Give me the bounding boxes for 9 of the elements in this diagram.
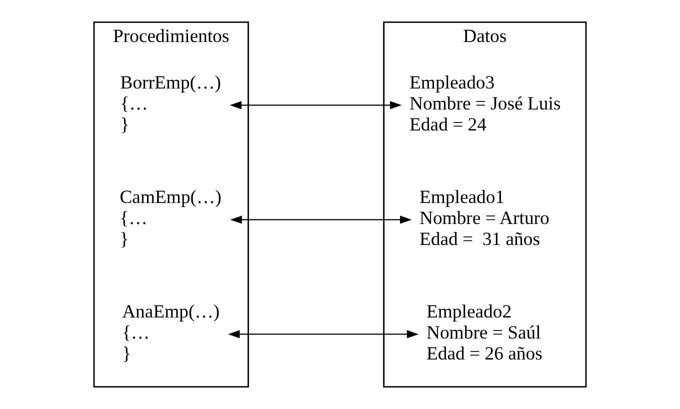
arrow [230, 216, 412, 224]
node-text: Empleado1 Nombre = Arturo Edad = 31 años [419, 187, 550, 250]
node-text: Empleado2 Nombre = Saúl Edad = 26 años [426, 302, 542, 365]
node-text: AnaEmp(…) {… } [122, 302, 220, 365]
node-text: Empleado3 Nombre = José Luis Edad = 24 [410, 72, 561, 136]
node-text: BorrEmp(…) {… } [120, 72, 221, 136]
arrow [230, 101, 402, 110]
arrow [228, 330, 419, 338]
node-text: CamEmp(…) {… } [120, 187, 222, 250]
